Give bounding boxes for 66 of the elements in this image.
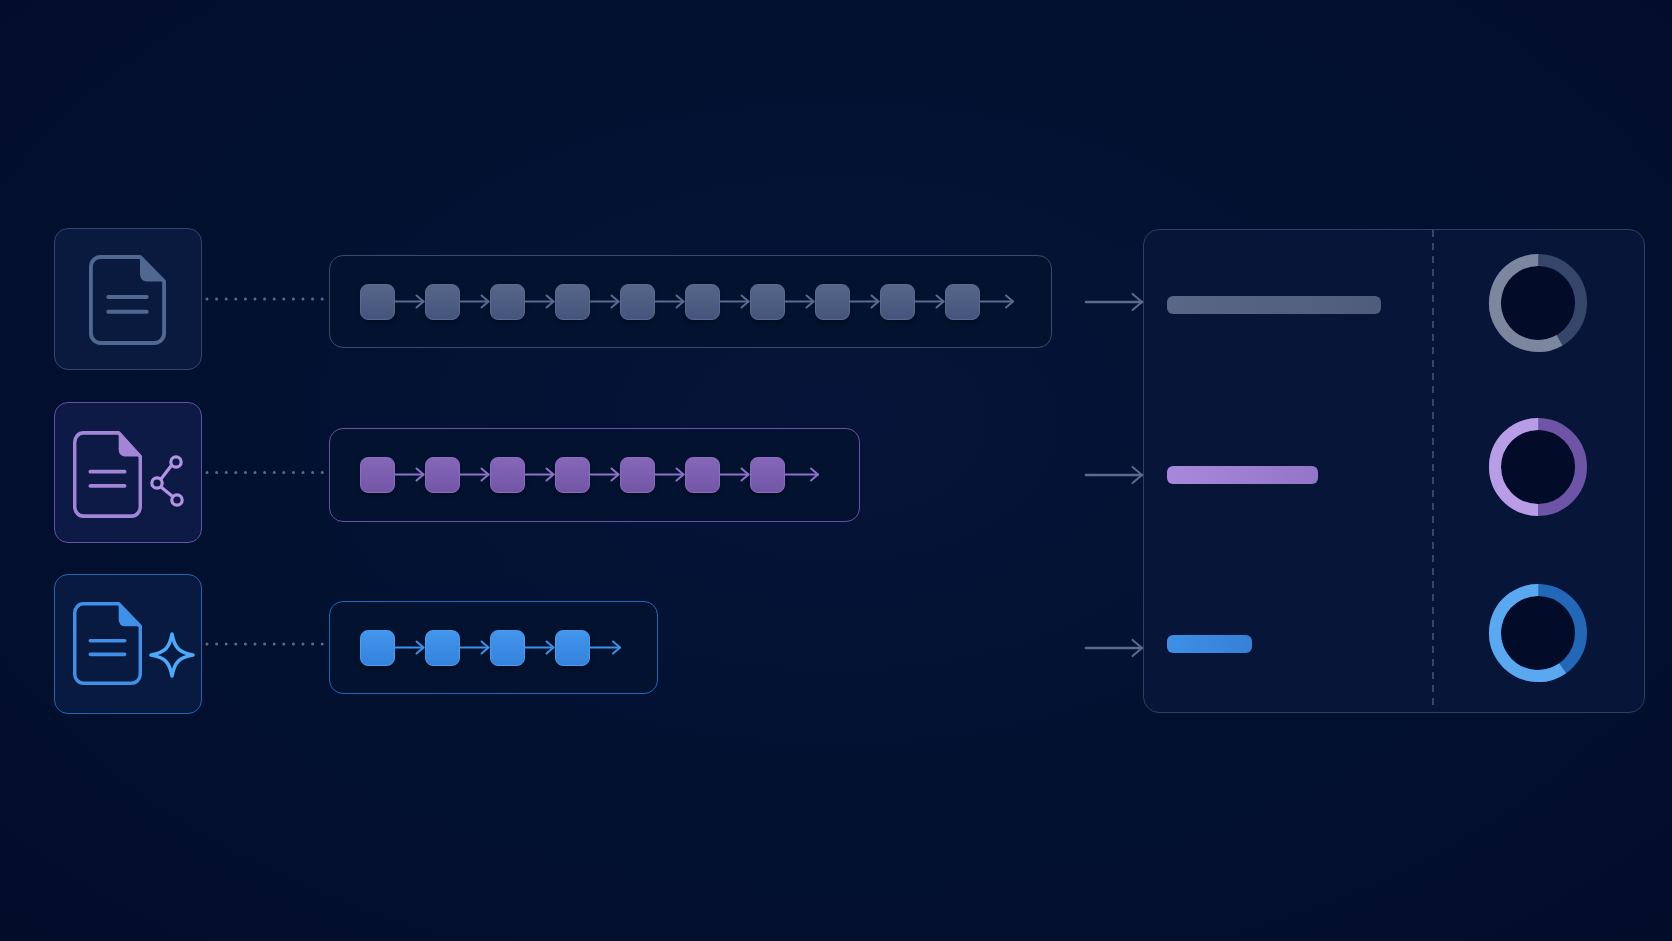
icon-card	[54, 228, 202, 370]
document-icon	[88, 254, 166, 345]
arrow	[719, 294, 750, 309]
step-tile	[424, 456, 460, 493]
step-tile	[554, 456, 590, 493]
sparkle-icon	[148, 631, 195, 678]
pipeline-track	[329, 601, 658, 694]
ring-icon	[1488, 417, 1587, 516]
arrow	[1084, 292, 1144, 312]
step-tile	[684, 283, 720, 320]
pipeline-track	[329, 255, 1052, 348]
arrow	[589, 294, 620, 309]
arrow	[784, 294, 815, 309]
step-tile	[554, 283, 590, 320]
arrow	[589, 640, 621, 655]
step-tile	[749, 456, 785, 493]
arrow	[459, 294, 490, 309]
arrow	[459, 467, 490, 482]
arrow	[1084, 638, 1144, 658]
ring-icon	[1488, 253, 1587, 352]
arrow	[784, 467, 819, 482]
step-tile	[879, 283, 915, 320]
arrow	[524, 640, 555, 655]
step-tile	[814, 283, 850, 320]
step-tile	[619, 283, 655, 320]
results-panel	[1143, 229, 1645, 713]
arrow	[654, 294, 685, 309]
document-icon	[72, 430, 142, 518]
share-icon	[148, 454, 185, 508]
step-tile	[424, 629, 460, 666]
result-bar	[1166, 634, 1252, 653]
arrow	[459, 640, 490, 655]
arrow	[719, 467, 750, 482]
step-tile	[554, 629, 590, 666]
dotted-connector	[205, 297, 326, 301]
arrow	[394, 640, 425, 655]
arrow	[524, 294, 555, 309]
step-tile	[944, 283, 980, 320]
step-tile	[424, 283, 460, 320]
ring-icon	[1488, 583, 1587, 682]
result-bar	[1166, 465, 1318, 484]
step-tile	[359, 456, 395, 493]
step-tile	[619, 456, 655, 493]
arrow	[589, 467, 620, 482]
arrow	[394, 294, 425, 309]
step-tile	[489, 629, 525, 666]
icon-card	[54, 574, 202, 714]
arrow	[394, 467, 425, 482]
arrow	[914, 294, 945, 309]
step-tile	[749, 283, 785, 320]
arrow	[654, 467, 685, 482]
icon-card	[54, 402, 202, 543]
step-tile	[684, 456, 720, 493]
step-tile	[359, 283, 395, 320]
arrow	[1084, 465, 1144, 485]
arrow	[524, 467, 555, 482]
step-tile	[489, 283, 525, 320]
arrow	[849, 294, 880, 309]
pipeline-track	[329, 428, 860, 522]
result-bar	[1166, 295, 1381, 314]
step-tile	[359, 629, 395, 666]
document-icon	[72, 601, 142, 685]
step-tile	[489, 456, 525, 493]
arrow	[979, 294, 1014, 309]
dotted-connector	[205, 642, 326, 646]
dotted-connector	[205, 471, 326, 474]
